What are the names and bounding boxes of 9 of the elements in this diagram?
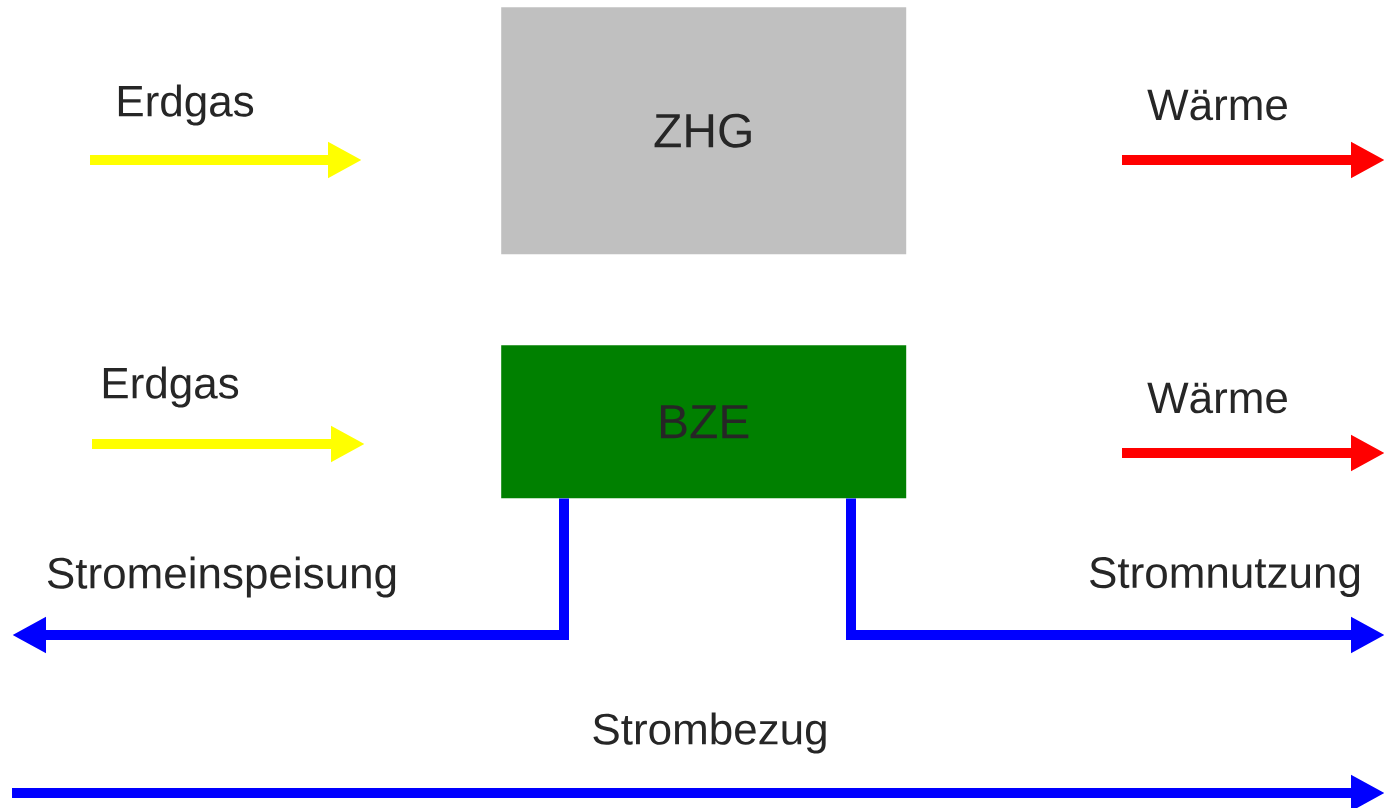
flow-label: Wärme xyxy=(1146,381,1290,415)
flow-label: Wärme xyxy=(1146,88,1290,122)
process-box: ZHG xyxy=(501,7,907,255)
flow-label: Erdgas xyxy=(99,365,241,409)
flow-label: Strombezug xyxy=(590,711,830,755)
flow-label: Erdgas xyxy=(114,83,256,127)
edge-label: Stromeinspeisung xyxy=(44,555,400,599)
process-box: BZE xyxy=(501,345,907,499)
edge-label: Stromnutzung xyxy=(1087,556,1363,598)
